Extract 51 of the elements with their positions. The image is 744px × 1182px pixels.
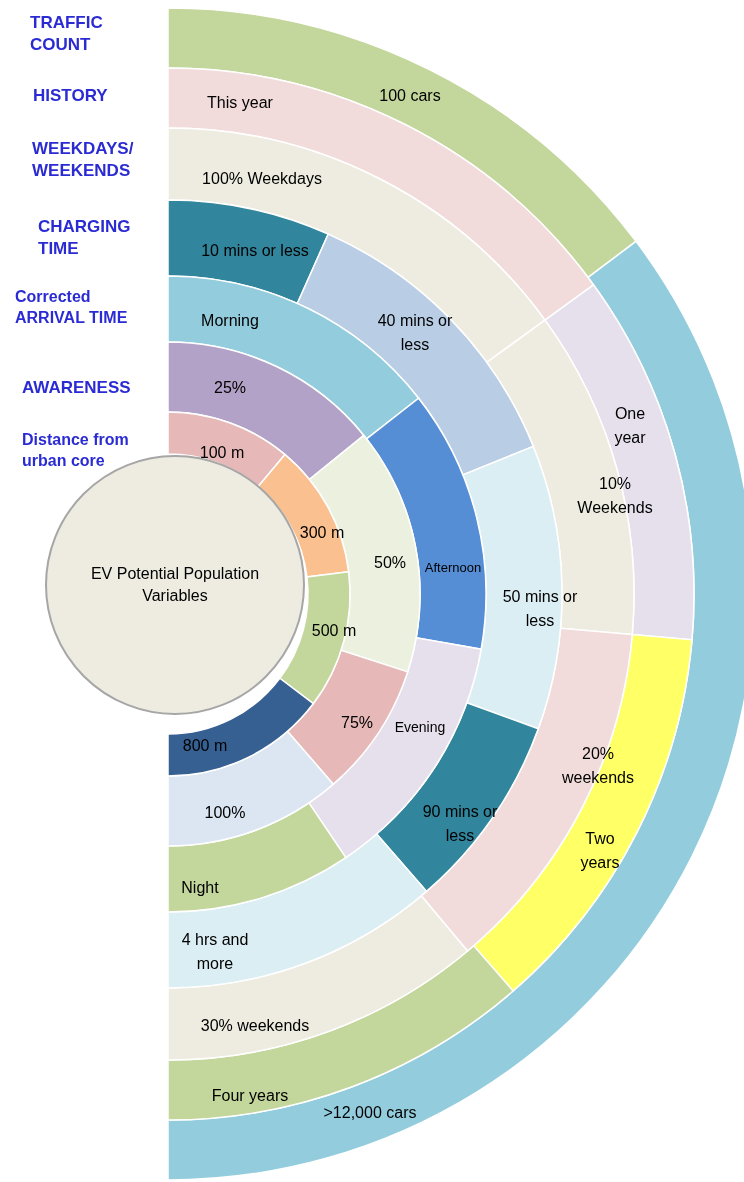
segment-label: One year — [614, 405, 646, 446]
segment-label: Morning — [201, 312, 259, 329]
segment-label: This year — [207, 94, 273, 111]
segment-label: 10 mins or less — [201, 242, 309, 259]
segment-label: 100% Weekdays — [202, 170, 322, 187]
ring-segment — [486, 319, 653, 636]
ring-segment — [365, 397, 487, 650]
ring-name: AWARENESS — [22, 377, 132, 399]
segment-label: Evening — [394, 719, 446, 735]
ring-segment — [167, 802, 347, 913]
segment-label: >12,000 cars — [323, 1104, 417, 1121]
ring-segment — [167, 7, 637, 279]
segment-label: 100 cars — [379, 87, 441, 104]
segment-label: 75% — [341, 714, 373, 731]
segment-label: 30% weekends — [200, 1017, 310, 1034]
segment-label: 4 hrs and more — [181, 931, 249, 972]
ring-segment — [167, 341, 365, 481]
ring-name: HISTORY — [33, 85, 109, 107]
ring-segment — [167, 895, 469, 1061]
segment-label: 25% — [214, 379, 246, 396]
ring-name: WEEKDAYS/ WEEKENDS — [32, 138, 135, 183]
ring-name: TRAFFIC COUNT — [30, 12, 104, 57]
ring-name: Corrected ARRIVAL TIME — [15, 287, 129, 328]
ring-segment — [375, 702, 539, 893]
ring-segment — [167, 411, 286, 488]
ring-name: CHARGING TIME — [38, 216, 132, 261]
ring-segment — [279, 571, 357, 705]
segment-label: 40 mins or less — [377, 312, 453, 353]
segment-label: 50% — [374, 554, 406, 571]
segment-label: 10% Weekends — [577, 475, 653, 516]
ring-segment — [308, 637, 482, 859]
center-label: EV Potential Population Variables — [89, 564, 261, 606]
ring-name: Distance from urban core — [22, 430, 130, 471]
segment-label: 100 m — [199, 444, 245, 461]
ring-segment — [167, 730, 335, 847]
ring-segment — [257, 453, 350, 578]
ring-segment — [167, 127, 546, 364]
ring-segment — [167, 677, 315, 777]
segment-label: 300 m — [299, 524, 345, 541]
segment-label: 500 m — [311, 622, 357, 639]
ring-segment — [167, 944, 514, 1121]
segment-label: Afternoon — [424, 560, 482, 575]
ring-segment — [167, 833, 428, 989]
segment-label: Night — [181, 879, 219, 896]
segment-label: 800 m — [182, 737, 228, 754]
segment-label: 100% — [204, 804, 246, 821]
segment-label: Four years — [211, 1087, 289, 1104]
segment-label: 90 mins or less — [422, 803, 498, 844]
ring-segment — [167, 199, 329, 305]
segment-label: Two years — [580, 830, 620, 871]
segment-label: 50 mins or less — [502, 588, 578, 629]
